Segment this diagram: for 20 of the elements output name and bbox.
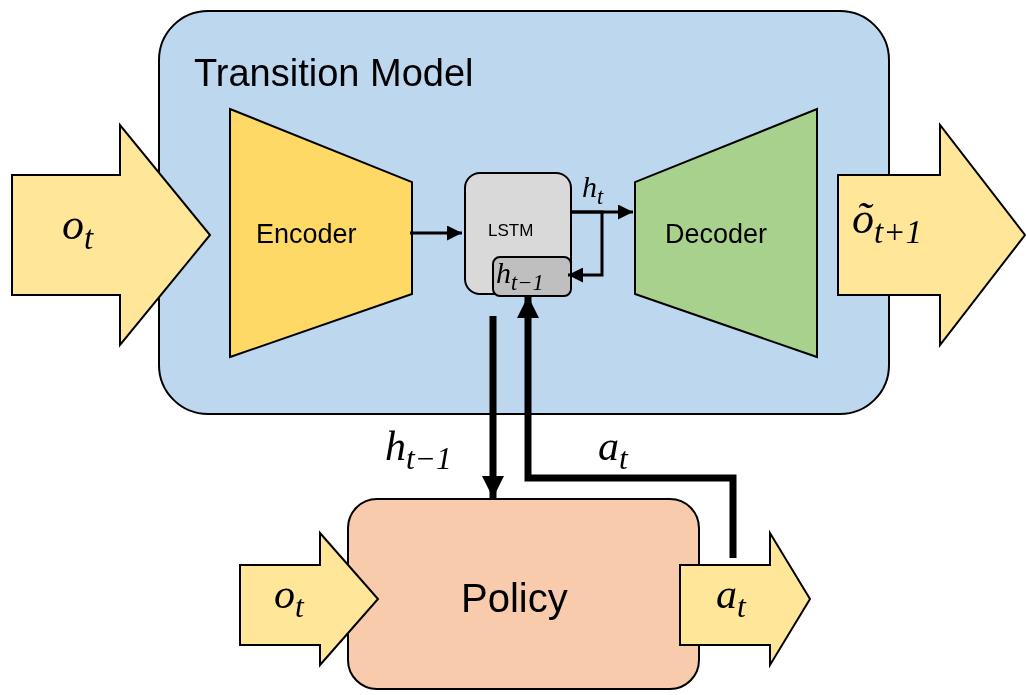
math-label: õ$_{t+1}$ <box>852 197 922 249</box>
lstm-box <box>464 172 572 295</box>
math-label: a$_{t}$ <box>716 573 746 623</box>
block-label: Policy <box>461 578 568 618</box>
block-label: Encoder <box>256 221 357 248</box>
arrow <box>568 210 604 283</box>
policy-box <box>347 498 700 690</box>
edge-label: a$_{t}$ <box>598 425 628 475</box>
math-label: o$_{t}$ <box>62 203 94 255</box>
arrow <box>410 225 462 241</box>
arrow <box>481 316 505 498</box>
edge-label: h$_{t}$ <box>582 172 604 209</box>
hidden-state-box <box>492 256 572 297</box>
arrow <box>516 296 737 558</box>
math-label: o$_{t}$ <box>274 573 304 623</box>
block-label: Decoder <box>665 221 768 248</box>
math-label: h$_{t−1}$ <box>496 258 544 295</box>
edge-label: h$_{t−1}$ <box>385 425 452 475</box>
block-label: LSTM <box>488 222 534 239</box>
panel-title: Transition Model <box>194 54 474 92</box>
